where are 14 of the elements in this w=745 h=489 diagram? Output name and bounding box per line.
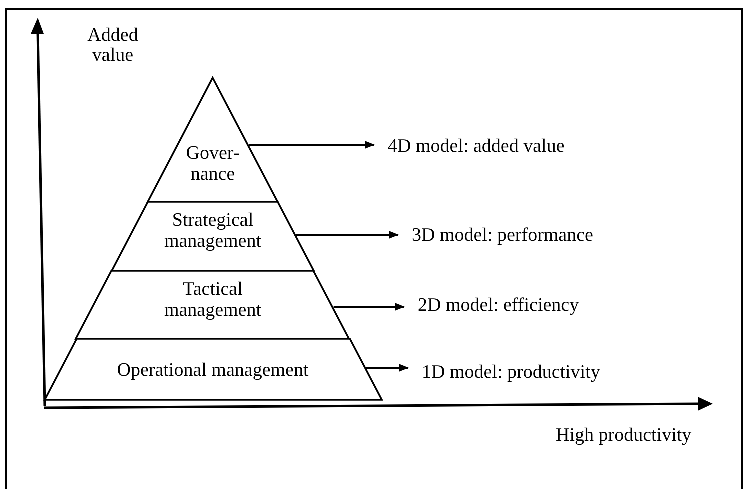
- arrow: [249, 141, 375, 149]
- model-label: 4D model: added value: [388, 135, 565, 159]
- axis-label: High productivity: [556, 424, 692, 448]
- arrow: [334, 303, 405, 311]
- layer-label: Strategical management: [163, 210, 263, 252]
- model-label: 3D model: performance: [412, 224, 594, 248]
- model-label: 1D model: productivity: [422, 361, 600, 385]
- axis-label: Added value: [86, 26, 140, 66]
- arrow: [296, 231, 399, 239]
- layer-label: Operational management: [116, 360, 310, 381]
- layer-label: Tactical management: [163, 279, 263, 321]
- layer-label: Gover- nance: [185, 143, 241, 185]
- model-label: 2D model: efficiency: [418, 294, 580, 318]
- arrow: [366, 364, 409, 372]
